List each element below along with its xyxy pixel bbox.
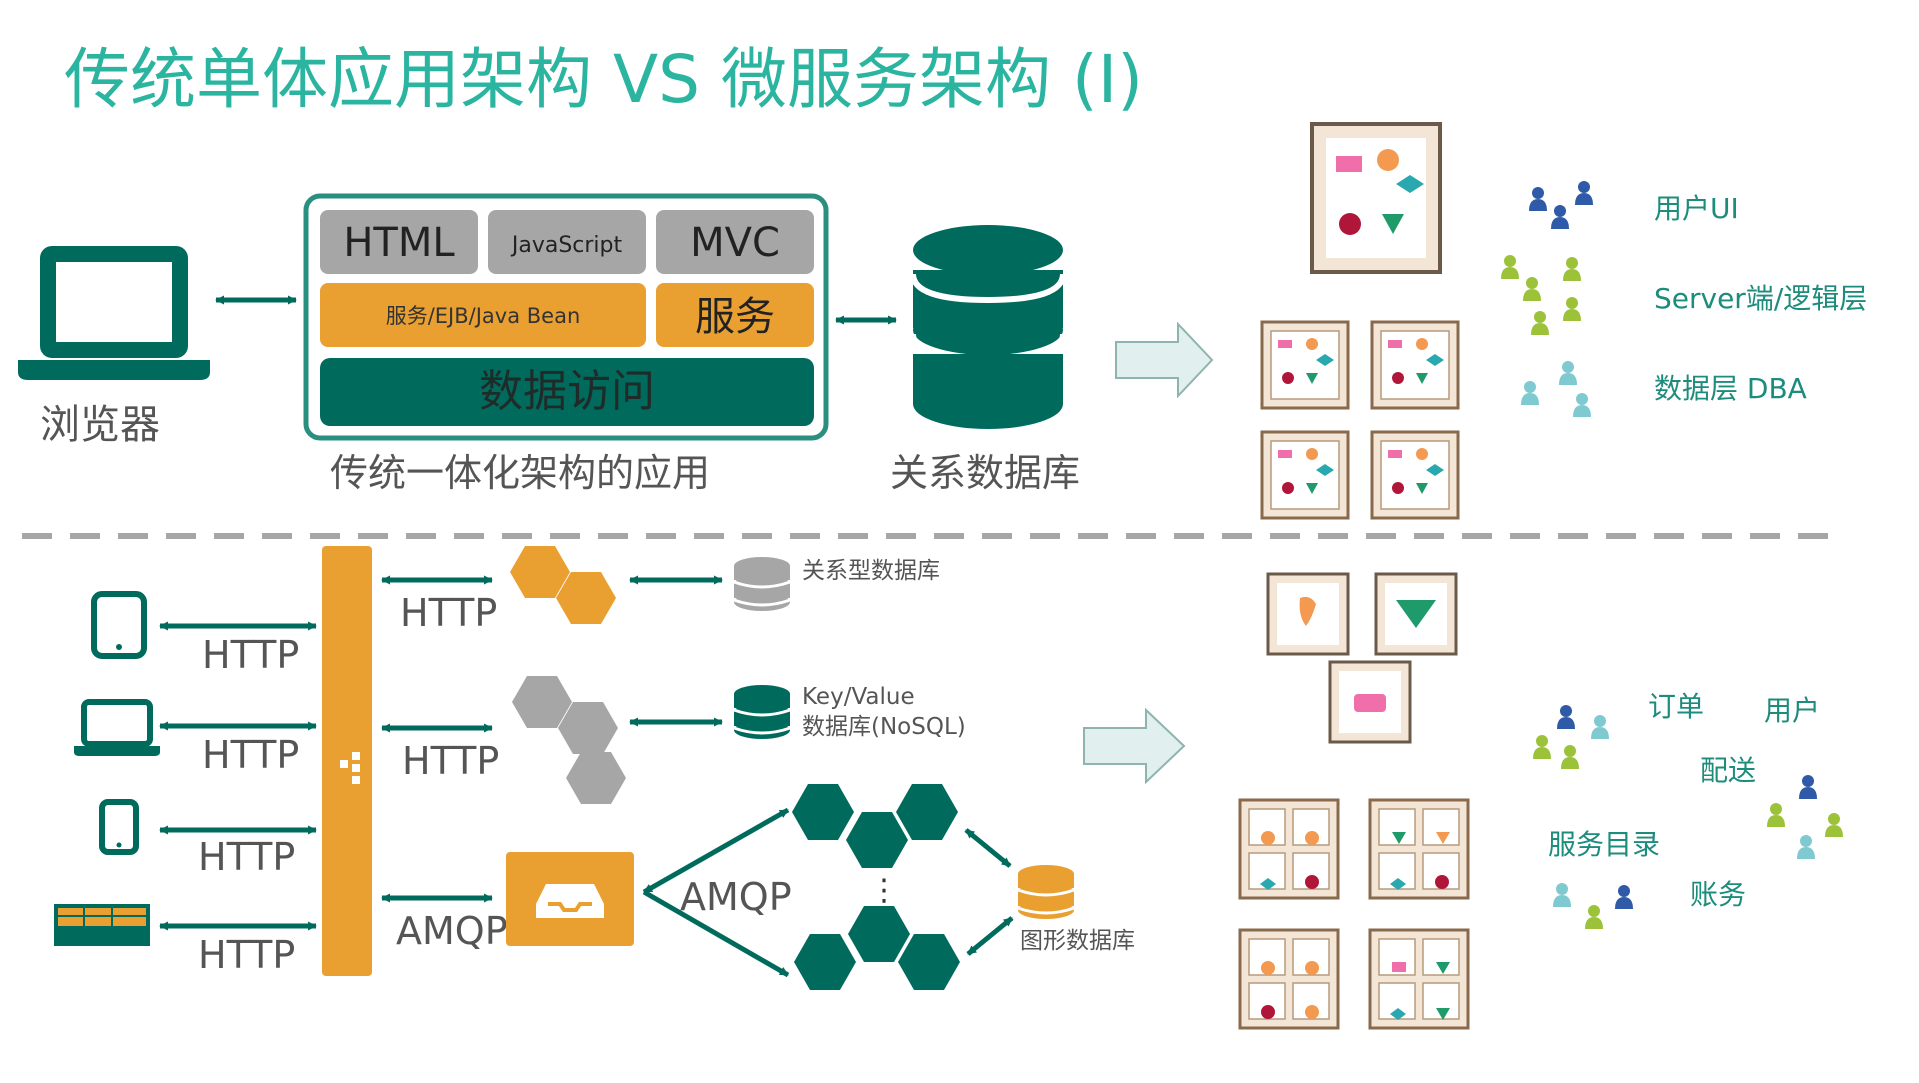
ejb-label: 服务/EJB/Java Bean (386, 304, 581, 328)
team-billing-label: 账务 (1690, 878, 1746, 911)
service-2-hexagons (512, 676, 626, 804)
terminal-icon (54, 904, 150, 946)
client-protocol-3: HTTP (198, 835, 295, 879)
client-protocol-2: HTTP (202, 733, 299, 777)
microservice-box-2 (1374, 572, 1458, 656)
browser-label: 浏览器 (40, 402, 160, 448)
service-label: 服务 (695, 294, 775, 340)
monolith-cube-2 (1370, 320, 1460, 410)
client-gateway-arrows (159, 621, 317, 931)
client-protocol-1: HTTP (202, 633, 299, 677)
amqp-arrows (642, 807, 790, 978)
tablet-icon (91, 591, 147, 659)
phone-icon (99, 799, 139, 855)
mvc-label: MVC (690, 220, 780, 266)
mvc-block (656, 210, 814, 274)
service-protocol-1: HTTP (400, 591, 497, 635)
microservice-box-1 (1266, 572, 1350, 656)
services-ellipsis: ⋮ (869, 873, 899, 908)
api-gateway-bar (322, 546, 372, 976)
monolith-app-box: HTML JavaScript MVC 服务/EJB/Java Bean 服务 … (303, 193, 829, 441)
javascript-block (488, 210, 646, 274)
monolith-cube-4 (1370, 430, 1460, 520)
laptop-icon (18, 246, 210, 380)
team-order-label: 订单 (1648, 690, 1704, 723)
scaled-service-cube-3 (1238, 928, 1340, 1030)
monolith-cube-1 (1260, 320, 1350, 410)
relational-db-icon (733, 557, 791, 611)
data-access-block (320, 358, 814, 426)
team-user-label: 用户 (1764, 694, 1820, 727)
monolith-large-cube (1310, 122, 1442, 274)
service-1-hexagons (510, 546, 616, 624)
service-protocol-3: AMQP (396, 909, 508, 953)
scaled-cube-glyphs (1260, 831, 1450, 1020)
graph-db-icon (1017, 865, 1075, 919)
ui-team-people-icon (1529, 181, 1593, 229)
team-delivery-label: 配送 (1700, 754, 1756, 787)
javascript-label: JavaScript (510, 233, 623, 258)
scaled-service-cube-1 (1238, 798, 1340, 900)
legend-ui: 用户UI (1654, 192, 1739, 225)
dba-team-people-icon (1521, 361, 1591, 417)
server-team-people-icon (1501, 255, 1581, 335)
service-block (656, 283, 814, 347)
app-caption: 传统一体化架构的应用 (330, 451, 710, 495)
db-caption: 关系数据库 (890, 451, 1080, 495)
monolith-cube-3 (1260, 430, 1350, 520)
html-block (320, 210, 478, 274)
amqp-label: AMQP (680, 875, 792, 919)
relational-db-label: 关系型数据库 (802, 558, 940, 584)
transform-arrow-top (1115, 321, 1214, 399)
gateway-icon (340, 752, 360, 784)
data-access-label: 数据访问 (479, 366, 655, 417)
database-icon (910, 225, 1066, 429)
html-label: HTML (343, 220, 455, 266)
graph-db-arrows (964, 828, 1014, 956)
ejb-block (320, 283, 646, 347)
legend-dba: 数据层 DBA (1654, 372, 1807, 405)
message-queue-box (506, 852, 634, 946)
inbox-icon (536, 884, 604, 918)
client-protocol-4: HTTP (198, 933, 295, 977)
service-4-hexagons (794, 906, 960, 990)
kv-db-label-line2: 数据库(NoSQL) (802, 714, 966, 740)
kv-db-icon (733, 685, 791, 739)
graph-db-label: 图形数据库 (1020, 928, 1135, 954)
microservice-box-3 (1328, 660, 1412, 744)
scaled-service-cube-2 (1368, 798, 1470, 900)
slide-title: 传统单体应用架构 VS 微服务架构 (I) (64, 41, 1143, 118)
team-catalog-label: 服务目录 (1548, 828, 1660, 861)
laptop-small-icon (74, 699, 160, 756)
gateway-service-arrows (381, 575, 493, 903)
legend-server: Server端/逻辑层 (1654, 282, 1867, 315)
transform-arrow-bottom (1083, 707, 1186, 785)
scaled-service-cube-4 (1368, 928, 1470, 1030)
service-3-hexagons (792, 784, 958, 868)
service-protocol-2: HTTP (402, 739, 499, 783)
kv-db-label-line1: Key/Value (802, 684, 915, 710)
